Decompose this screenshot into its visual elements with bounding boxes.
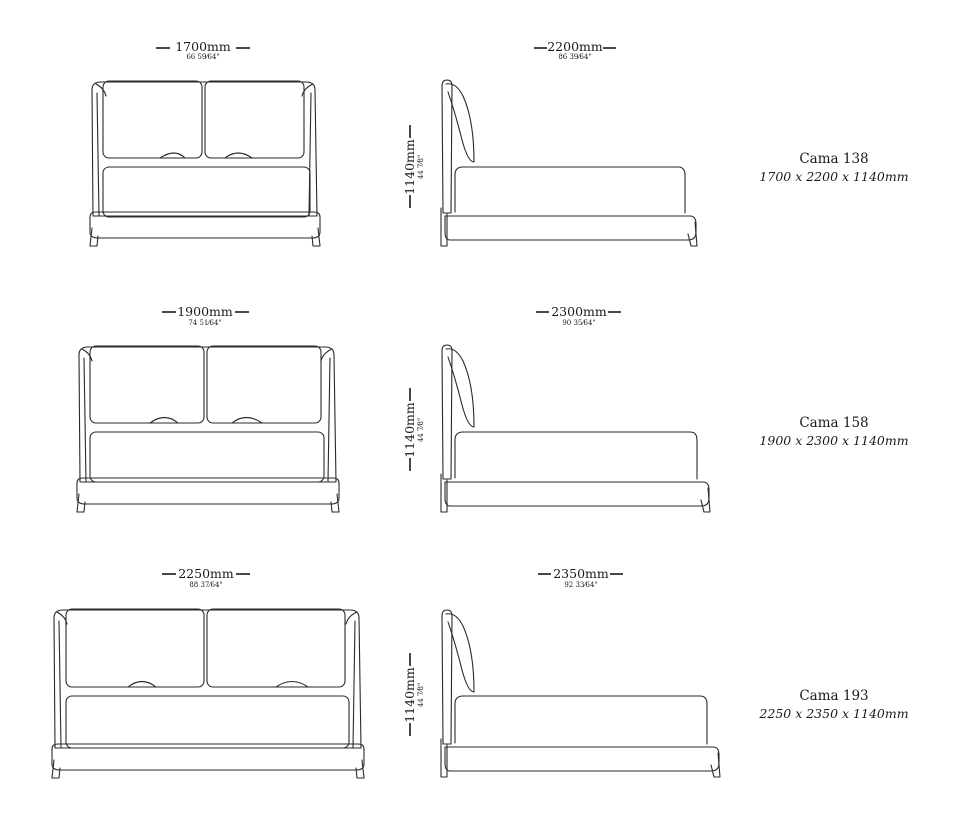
length-label: 2350mm xyxy=(553,566,609,581)
bed-base-side xyxy=(444,746,720,772)
mattress-side xyxy=(454,166,686,214)
bed-label-cama-193: Cama 193 2250 x 2350 x 1140mm xyxy=(724,687,944,722)
width-inches: 88 37⁄64" xyxy=(189,581,222,589)
length-inches: 92 33⁄64" xyxy=(564,581,597,589)
height-label: 1140mm xyxy=(402,402,417,458)
length-label: 2200mm xyxy=(547,39,603,54)
side-view-cama-138: 2200mm 86 39⁄64" 1140mm 44 7⁄8" xyxy=(402,39,698,247)
mattress-side xyxy=(454,431,698,480)
headboard-post xyxy=(441,79,453,214)
width-inches: 66 59⁄64" xyxy=(186,53,219,61)
bed-name: Cama 158 xyxy=(799,415,869,431)
side-view-cama-158: 2300mm 90 35⁄64" 1140mm 44 7⁄8" xyxy=(402,304,711,513)
mattress xyxy=(89,431,325,483)
length-label: 2300mm xyxy=(551,304,607,319)
width-label: 1700mm xyxy=(175,39,231,54)
length-inches: 86 39⁄64" xyxy=(558,53,591,61)
width-label: 1900mm xyxy=(177,304,233,319)
pillow-left xyxy=(65,608,205,688)
bed-base xyxy=(89,211,321,239)
bed-size: 2250 x 2350 x 1140mm xyxy=(759,706,909,721)
bed-legs-side xyxy=(440,738,721,778)
mattress xyxy=(65,695,350,749)
height-label: 1140mm xyxy=(402,667,417,723)
front-view-cama-138: 1700mm 66 59⁄64" xyxy=(89,39,321,247)
bed-base xyxy=(76,477,340,505)
headboard-inner-edge xyxy=(83,357,331,483)
height-inches: 44 7⁄8" xyxy=(417,418,425,442)
pillow-creases xyxy=(159,152,253,159)
front-view-cama-193: 2250mm 88 37⁄64" xyxy=(51,566,365,779)
bed-name: Cama 193 xyxy=(799,688,869,704)
pillow-left xyxy=(102,80,203,159)
headboard-frame xyxy=(53,609,362,749)
bed-name: Cama 138 xyxy=(799,151,869,167)
height-label: 1140mm xyxy=(402,139,417,195)
pillow-right xyxy=(206,608,346,688)
pillow-right xyxy=(206,345,322,424)
side-view-cama-193: 2350mm 92 33⁄64" 1140mm 44 7⁄8" xyxy=(402,566,721,778)
height-inches: 44 7⁄8" xyxy=(417,155,425,179)
front-view-cama-158: 1900mm 74 51⁄64" xyxy=(76,304,340,513)
length-inches: 90 35⁄64" xyxy=(562,319,595,327)
bed-legs-side xyxy=(440,207,698,247)
mattress xyxy=(102,166,311,218)
bed-legs xyxy=(76,493,340,513)
headboard-post xyxy=(441,609,453,745)
bed-legs-side xyxy=(440,473,711,513)
bed-size: 1700 x 2200 x 1140mm xyxy=(759,169,909,184)
mattress-side xyxy=(454,695,708,745)
bed-label-cama-158: Cama 158 1900 x 2300 x 1140mm xyxy=(724,414,944,449)
pillow-left xyxy=(89,345,205,424)
headboard-flap xyxy=(445,348,475,428)
height-inches: 44 7⁄8" xyxy=(417,683,425,707)
width-inches: 74 51⁄64" xyxy=(188,319,221,327)
headboard-frame xyxy=(91,81,318,217)
headboard-post xyxy=(441,344,453,480)
bed-legs xyxy=(89,227,321,247)
pillow-right xyxy=(204,80,305,159)
headboard-flap xyxy=(445,83,475,163)
width-label: 2250mm xyxy=(178,566,234,581)
headboard-frame xyxy=(78,346,337,483)
bed-base-side xyxy=(444,481,710,507)
bed-size: 1900 x 2300 x 1140mm xyxy=(759,433,909,448)
bed-label-cama-138: Cama 138 1700 x 2200 x 1140mm xyxy=(724,150,944,185)
headboard-inner-edge xyxy=(96,92,312,217)
bed-base xyxy=(51,743,365,771)
bed-legs xyxy=(51,759,365,779)
bed-base-side xyxy=(444,215,697,241)
headboard-flap xyxy=(445,613,475,693)
headboard-fold xyxy=(56,611,358,625)
headboard-inner-edge xyxy=(58,620,356,749)
pillow-creases xyxy=(149,416,263,424)
pillow-creases xyxy=(127,680,309,688)
